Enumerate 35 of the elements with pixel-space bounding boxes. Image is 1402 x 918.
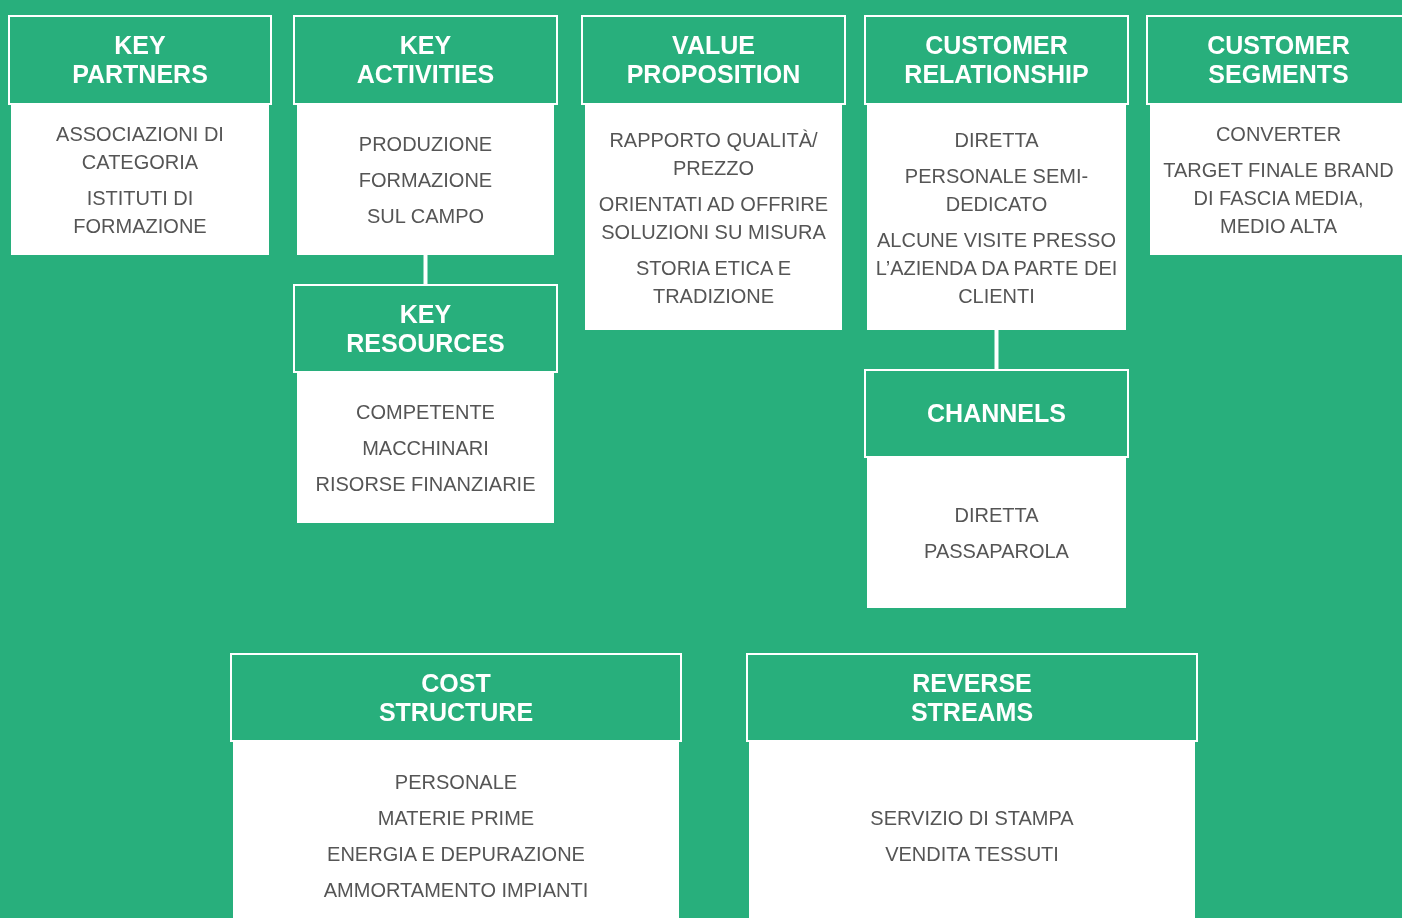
list-item: ENERGIA E DEPURAZIONE <box>327 842 585 867</box>
list-item: SERVIZIO DI STAMPA <box>870 806 1074 831</box>
list-item: FORMAZIONE <box>358 168 493 193</box>
card-heading: CUSTOMER SEGMENTS <box>1206 31 1351 89</box>
card-heading: CUSTOMER RELATIONSHIP <box>903 31 1090 89</box>
card-heading: REVERSE STREAMS <box>909 668 1035 727</box>
list-item: ALCUNE VISITE PRESSO L’AZIENDA DA PARTE DEI CLIENTI <box>875 227 1118 309</box>
list-item: DIRETTA <box>954 503 1039 528</box>
list-item: COMPETENTE <box>356 400 495 425</box>
list-item: VENDITA TESSUTI <box>885 842 1059 867</box>
card-heading: CHANNELS <box>926 399 1067 428</box>
card-heading: VALUE PROPOSITION <box>625 31 802 89</box>
list-item: ORIENTATI AD OFFRIRE SOLUZIONI SU MISURA <box>597 191 830 245</box>
list-item: DIRETTA <box>954 127 1039 153</box>
list-item: TARGET FINALE BRAND DI FASCIA MEDIA, MEDIO ALTA <box>1162 158 1395 239</box>
list-item: ISTITUTI DI FORMAZIONE <box>72 186 208 239</box>
list-item: PERSONALE SEMI-DEDICATO <box>903 163 1090 217</box>
connector-line <box>423 255 428 284</box>
card-heading: COST STRUCTURE <box>377 668 535 727</box>
card-heading: KEY RESOURCES <box>345 299 506 358</box>
card-heading: KEY ACTIVITIES <box>355 31 496 89</box>
connector-line <box>994 330 999 369</box>
list-item: MATERIE PRIME <box>377 806 535 831</box>
list-item: SUL CAMPO <box>366 204 485 229</box>
list-item: RAPPORTO QUALITÀ/ PREZZO <box>608 127 819 181</box>
list-item: PRODUZIONE <box>358 132 493 157</box>
card-heading: KEY PARTNERS <box>71 31 209 89</box>
list-item: MACCHINARI <box>362 436 489 461</box>
list-item: RISORSE FINANZIARIE <box>315 472 536 497</box>
list-item: PERSONALE <box>394 770 518 795</box>
list-item: CONVERTER <box>1215 122 1342 147</box>
list-item: PASSAPAROLA <box>924 539 1069 564</box>
list-item: AMMORTAMENTO IMPIANTI <box>323 878 589 903</box>
list-item: ASSOCIAZIONI DI CATEGORIA <box>55 122 225 175</box>
list-item: STORIA ETICA E TRADIZIONE <box>634 255 793 309</box>
